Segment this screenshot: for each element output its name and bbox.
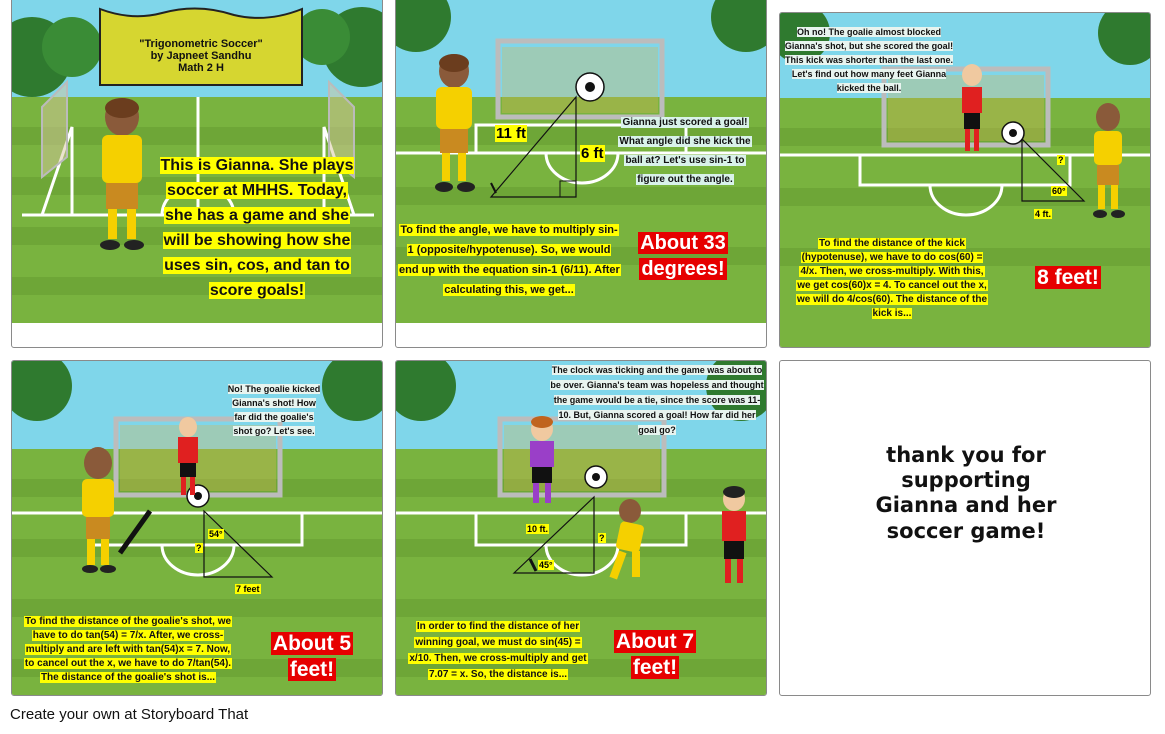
explanation-caption: To find the distance of the kick (hypote… [795, 238, 989, 319]
gianna-character [82, 447, 116, 573]
adjacent-label: 4 ft. [1034, 209, 1053, 219]
angle-label: 45° [538, 560, 554, 570]
soccer-field-scene: No! The goalie kicked Gianna's shot! How… [12, 361, 382, 695]
panel-2: 11 ft 6 ft Gianna just scored a goal! Wh… [395, 0, 767, 348]
storyboard-that-link[interactable]: Create your own at Storyboard That [10, 706, 249, 723]
speech-bubble: The clock was ticking and the game was a… [550, 365, 764, 435]
panel-1: "Trigonometric Soccer" by Japneet Sandhu… [11, 0, 383, 348]
unknown-label: ? [598, 533, 606, 543]
banner-title: "Trigonometric Soccer" [139, 38, 263, 50]
hypotenuse-label: 11 ft [495, 125, 528, 142]
soccer-field-scene: 11 ft 6 ft Gianna just scored a goal! Wh… [396, 0, 766, 323]
unknown-label: ? [195, 543, 203, 553]
explanation-caption: To find the angle, we have to multiply s… [398, 224, 621, 296]
banner-class: Math 2 H [178, 62, 224, 74]
opposite-label: 6 ft [580, 145, 605, 162]
thank-you-message: thank you for supporting Gianna and her … [875, 443, 1057, 543]
soccer-field-scene: "Trigonometric Soccer" by Japneet Sandhu… [12, 0, 382, 323]
speech-bubble: Oh no! The goalie almost blocked Gianna'… [784, 27, 954, 93]
banner-author: by Japneet Sandhu [150, 50, 252, 62]
answer-badge: About 5 feet! [270, 632, 354, 681]
answer-badge: About 7 feet! [613, 630, 697, 679]
gianna-character [100, 98, 144, 250]
goal-and-triangle [396, 0, 766, 323]
answer-badge: 8 feet! [1035, 266, 1101, 289]
angle-label: 54° [208, 529, 224, 539]
title-banner [99, 7, 303, 86]
soccer-field-scene: The clock was ticking and the game was a… [396, 361, 766, 695]
panel-3: Oh no! The goalie almost blocked Gianna'… [779, 12, 1151, 348]
speech-bubble: Gianna just scored a goal! What angle di… [618, 117, 752, 185]
explanation-caption: In order to find the distance of her win… [408, 621, 588, 680]
answer-badge: About 33 degrees! [638, 232, 728, 280]
speech-bubble: No! The goalie kicked Gianna's shot! How… [227, 384, 321, 436]
angle-label: 60° [1051, 186, 1067, 196]
explanation-caption: To find the distance of the goalie's sho… [23, 616, 233, 683]
goalie-character [178, 417, 198, 495]
red-player-character [722, 486, 746, 583]
hypotenuse-label: 10 ft. [526, 524, 550, 534]
panel-6: thank you for supporting Gianna and her … [779, 360, 1151, 696]
panel-4: No! The goalie kicked Gianna's shot! How… [11, 360, 383, 696]
intro-caption: This is Gianna. She plays soccer at MHHS… [159, 157, 355, 299]
gianna-character [1093, 103, 1125, 218]
gianna-celebrating-character [609, 499, 644, 580]
adjacent-label: 7 feet [235, 584, 261, 594]
unknown-label: ? [1057, 155, 1065, 165]
gianna-character [435, 54, 475, 192]
panel-5: The clock was ticking and the game was a… [395, 360, 767, 696]
goalie-character [962, 64, 982, 151]
soccer-field-scene: Oh no! The goalie almost blocked Gianna'… [780, 13, 1150, 347]
purple-player-character [530, 416, 554, 503]
